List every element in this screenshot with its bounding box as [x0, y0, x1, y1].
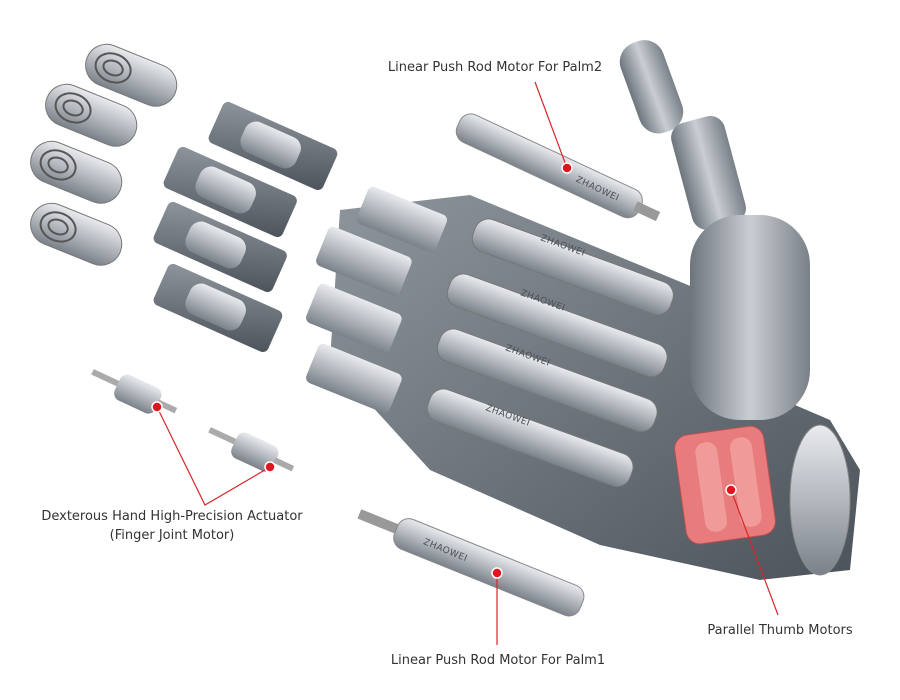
fingertip-pads	[30, 43, 178, 266]
callout-dot-palm2	[561, 162, 573, 174]
thumb-assembly	[619, 40, 810, 420]
finger-joint-motor-1	[91, 369, 178, 414]
finger-joint-motor-2	[208, 427, 295, 472]
label-palm1-motor: Linear Push Rod Motor For Palm1	[390, 653, 606, 668]
callout-dot-thumb	[725, 484, 737, 496]
palm1-push-rod-motor: ZHAOWEI	[357, 509, 585, 617]
callout-dot-actuator-2	[264, 461, 276, 473]
parallel-thumb-motors	[674, 425, 776, 545]
label-actuator: Dexterous Hand High-Precision Actuator (…	[41, 507, 302, 545]
leader-lines	[156, 81, 779, 645]
label-palm2-motor: Linear Push Rod Motor For Palm2	[387, 60, 603, 75]
finger-segments	[153, 101, 338, 353]
callout-dot-palm1	[491, 567, 503, 579]
callout-dot-actuator-1	[151, 401, 163, 413]
label-actuator-line1: Dexterous Hand High-Precision Actuator	[41, 509, 303, 524]
label-thumb-motors: Parallel Thumb Motors	[707, 623, 853, 638]
label-actuator-line2: (Finger Joint Motor)	[109, 528, 235, 543]
